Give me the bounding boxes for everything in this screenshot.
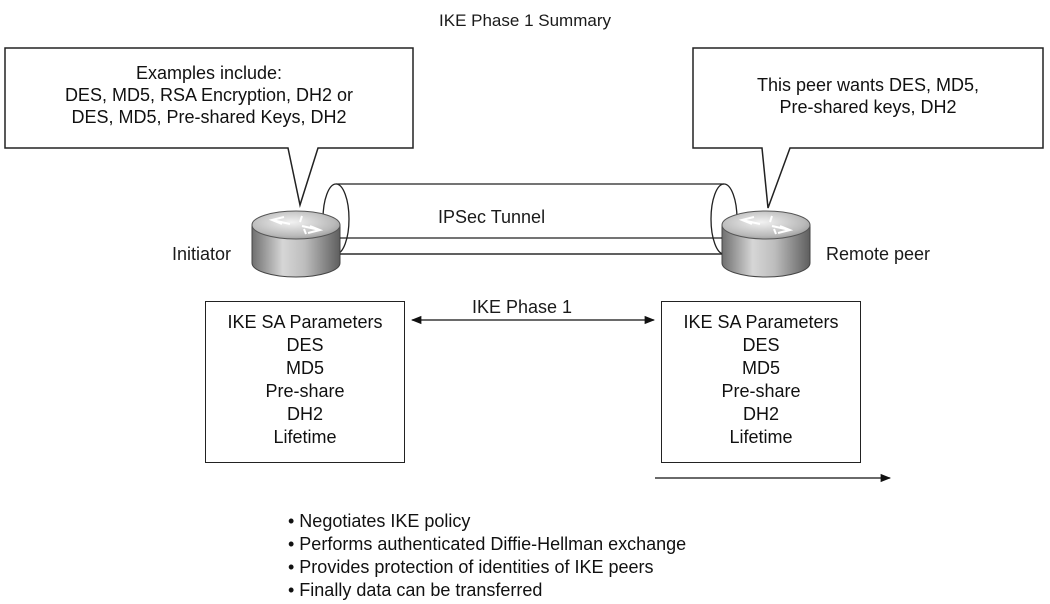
initiator-router-icon [251,210,341,278]
params-heading: IKE SA Parameters [227,312,383,332]
param-authentication: Pre-share [265,381,345,401]
bullet-item: • Provides protection of identities of I… [288,557,654,577]
right-callout-bubble [692,47,1044,209]
remote-peer-router-icon [721,210,811,278]
param-dh-group: DH2 [742,404,779,424]
param-lifetime: Lifetime [729,427,793,447]
param-dh-group: DH2 [286,404,323,424]
phase1-bullet-list: • Negotiates IKE policy • Performs authe… [288,510,686,602]
remote-peer-label: Remote peer [826,244,931,264]
right-callout-line: Pre-shared keys, DH2 [779,97,957,117]
param-hash: MD5 [285,358,324,378]
param-encryption: DES [286,335,324,355]
params-heading: IKE SA Parameters [683,312,839,332]
initiator-sa-parameters-box: IKE SA Parameters DES MD5 Pre-share DH2 … [205,301,405,463]
left-callout-text: Examples include: DES, MD5, RSA Encrypti… [8,62,410,128]
param-encryption: DES [742,335,780,355]
left-callout-line: Examples include: [135,63,283,83]
remote-peer-sa-parameters-box: IKE SA Parameters DES MD5 Pre-share DH2 … [661,301,861,463]
left-callout-line: DES, MD5, RSA Encryption, DH2 or [64,85,354,105]
param-lifetime: Lifetime [273,427,337,447]
bullet-item: • Performs authenticated Diffie-Hellman … [288,534,687,554]
left-callout-line: DES, MD5, Pre-shared Keys, DH2 [71,107,347,127]
diagram-title: IKE Phase 1 Summary [439,11,611,30]
bullet-item: • Finally data can be transferred [288,580,543,600]
param-hash: MD5 [741,358,780,378]
left-callout-bubble [4,47,414,208]
right-callout-text: This peer wants DES, MD5, Pre-shared key… [696,74,1040,118]
tunnel-label: IPSec Tunnel [438,207,546,227]
right-callout-line: This peer wants DES, MD5, [756,75,980,95]
bullet-item: • Negotiates IKE policy [288,511,471,531]
ike-phase1-label: IKE Phase 1 [472,297,573,317]
initiator-label: Initiator [172,244,232,264]
param-authentication: Pre-share [721,381,801,401]
